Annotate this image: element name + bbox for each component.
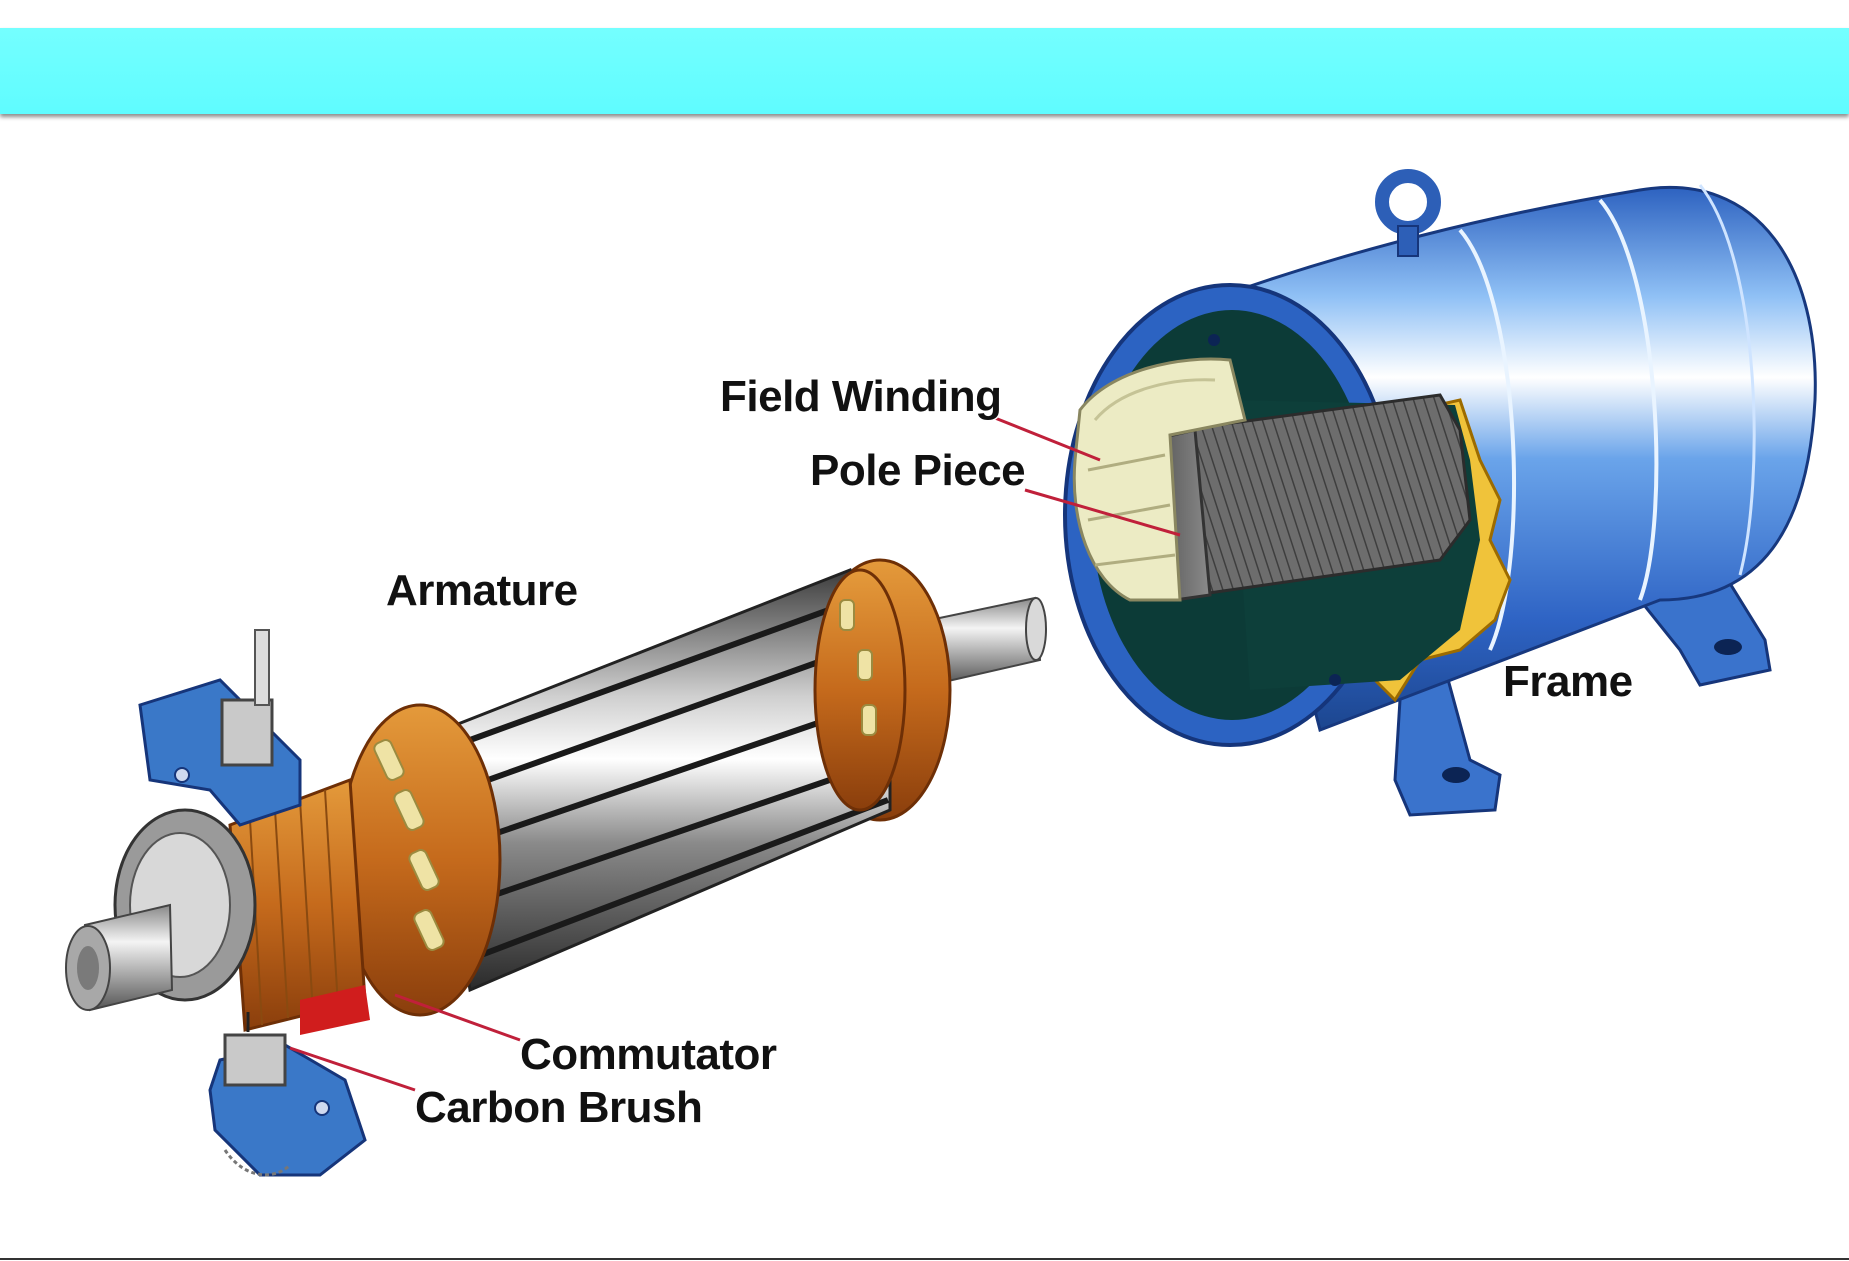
brush-holder-top [140, 630, 300, 825]
brush-holder-bottom [210, 1012, 365, 1175]
label-commutator: Commutator [520, 1030, 777, 1080]
footer-divider [0, 1258, 1849, 1260]
label-field-winding: Field Winding [720, 372, 1002, 422]
label-pole-piece: Pole Piece [810, 446, 1025, 496]
label-carbon-brush: Carbon Brush [415, 1083, 702, 1133]
label-frame: Frame [1503, 657, 1633, 707]
armature-assembly [66, 560, 1046, 1035]
frame-assembly [1065, 176, 1815, 815]
label-armature: Armature [386, 566, 578, 616]
lifting-eye [1382, 176, 1434, 228]
leader-commutator [395, 995, 520, 1040]
